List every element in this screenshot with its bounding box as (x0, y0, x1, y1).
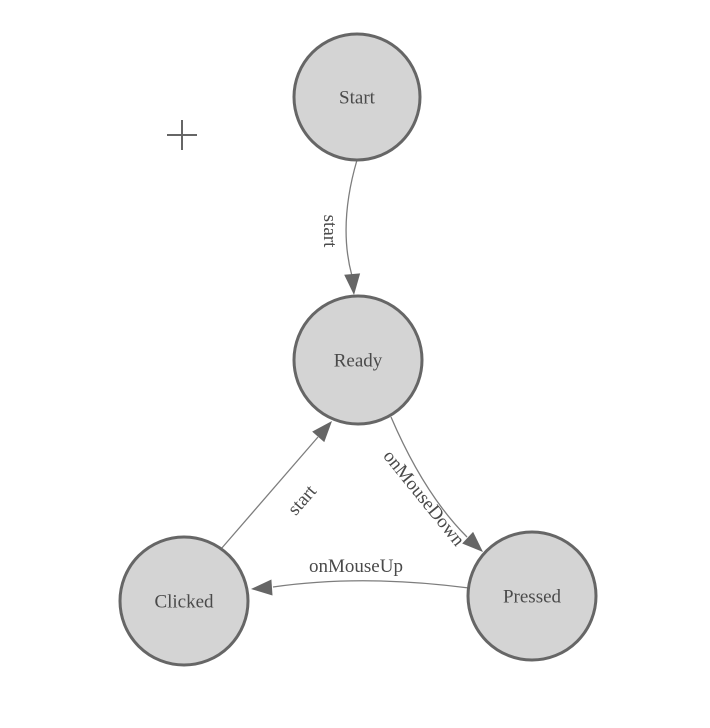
state-label: Start (339, 88, 376, 109)
state-label: Ready (334, 351, 383, 372)
state-circle (466, 530, 598, 662)
transition-ready-to-pressed[interactable]: onMouseDown (379, 416, 483, 552)
state-circle (292, 294, 424, 426)
transition-line[interactable] (345, 159, 358, 277)
transition-clicked-to-ready[interactable]: start (220, 421, 332, 550)
origin-crosshair-icon (167, 120, 197, 150)
state-label: Clicked (154, 592, 214, 613)
transition-label: start (284, 481, 322, 520)
transition-arrowhead (462, 531, 483, 552)
transition-arrowhead (251, 579, 273, 596)
state-node-clicked[interactable]: Clicked (118, 535, 250, 667)
transition-line[interactable] (272, 580, 470, 589)
transition-line[interactable] (220, 436, 319, 550)
transition-label: onMouseDown (379, 446, 469, 551)
transition-line[interactable] (390, 416, 468, 538)
transition-start-to-ready[interactable]: start (319, 159, 361, 295)
transition-pressed-to-clicked[interactable]: onMouseUp (251, 556, 470, 596)
state-circle (118, 535, 250, 667)
transition-arrowhead (344, 273, 361, 295)
state-node-start[interactable]: Start (292, 32, 422, 162)
state-circle (292, 32, 422, 162)
transition-label: start (319, 215, 340, 248)
transition-arrowhead (312, 421, 332, 443)
state-node-ready[interactable]: Ready (292, 294, 424, 426)
state-node-pressed[interactable]: Pressed (466, 530, 598, 662)
state-label: Pressed (503, 587, 562, 608)
transition-label: onMouseUp (309, 556, 403, 577)
